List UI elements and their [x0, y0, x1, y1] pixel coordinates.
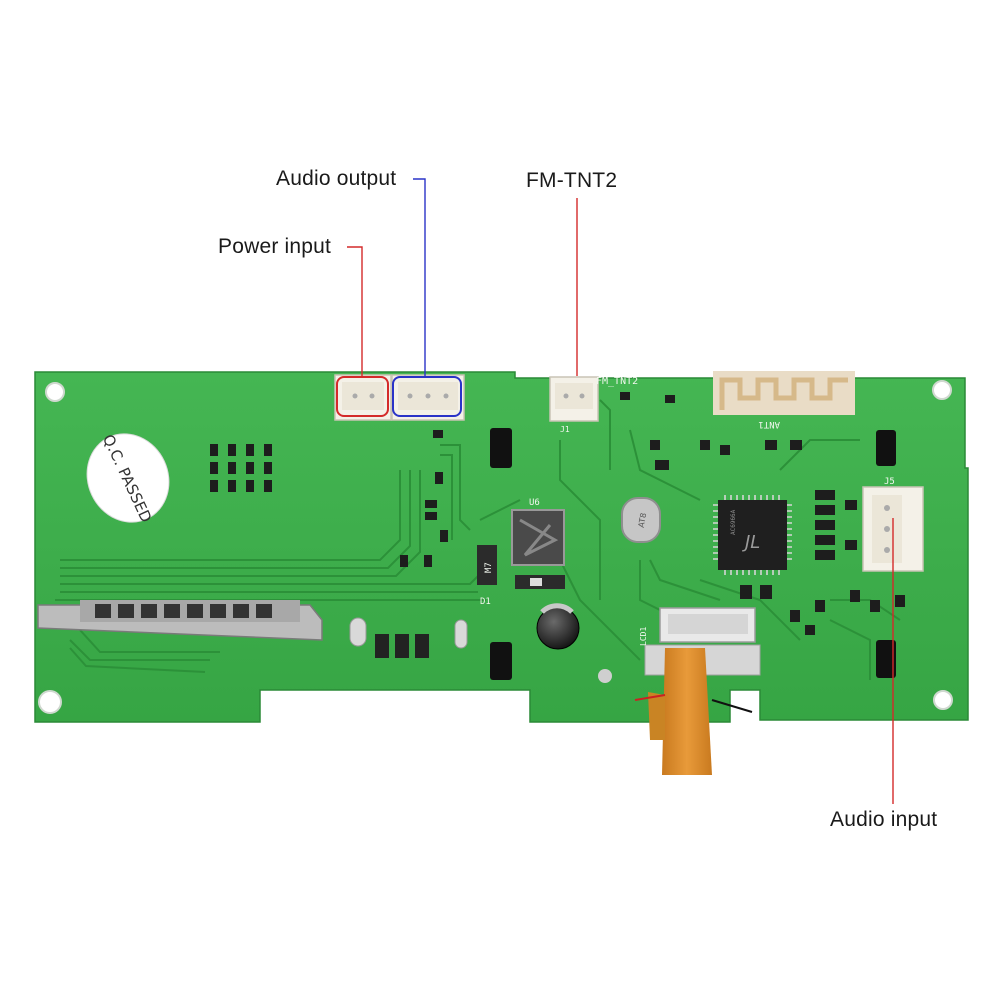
- sd-card-slot: [37, 600, 323, 641]
- chip-u6-label: U6: [529, 498, 540, 508]
- electrolytic-capacitor: [536, 603, 580, 650]
- lcd-ribbon-cable: LCD1: [634, 607, 761, 775]
- diode-d1-label: D1: [480, 597, 491, 607]
- mounting-holes: [38, 380, 953, 714]
- power-input-connector: [334, 374, 392, 421]
- audio-output-leader: [413, 178, 426, 376]
- antenna: ANT1: [713, 371, 855, 429]
- callout-lines: [347, 178, 894, 804]
- fm-silkscreen: FM_TNT2: [596, 376, 638, 387]
- ic-vendor-logo: JL: [742, 532, 760, 553]
- callout-audio-output: Audio output: [276, 167, 397, 190]
- black-parts: [490, 428, 896, 680]
- callout-power-input: Power input: [218, 235, 332, 258]
- crystal: AT8: [621, 497, 661, 543]
- power-input-leader: [347, 246, 363, 376]
- j5-label: J5: [884, 477, 895, 487]
- qc-passed-sticker: Q.C. PASSED: [86, 432, 170, 525]
- antenna-label: ANT1: [758, 419, 780, 429]
- inductor-label: M7: [484, 562, 494, 573]
- j1-label: J1: [560, 425, 570, 434]
- crystal-label: AT8: [637, 512, 648, 528]
- lcd-label: LCD1: [639, 627, 648, 646]
- ic-code: AC6966A: [730, 509, 737, 535]
- chip-u6: U6: [511, 498, 565, 566]
- diode-d1: M7 D1: [477, 545, 565, 607]
- callout-fm-module: FM-TNT2: [526, 169, 618, 192]
- audio-output-connector: [391, 374, 465, 421]
- fm-connector-j1: FM_TNT2 J1: [549, 376, 638, 434]
- main-ic: JL AC6966A: [713, 495, 792, 575]
- callout-audio-input: Audio input: [830, 808, 938, 831]
- solder-pads: [349, 617, 612, 683]
- resistor-array: [210, 444, 272, 492]
- smd-components: [400, 392, 905, 635]
